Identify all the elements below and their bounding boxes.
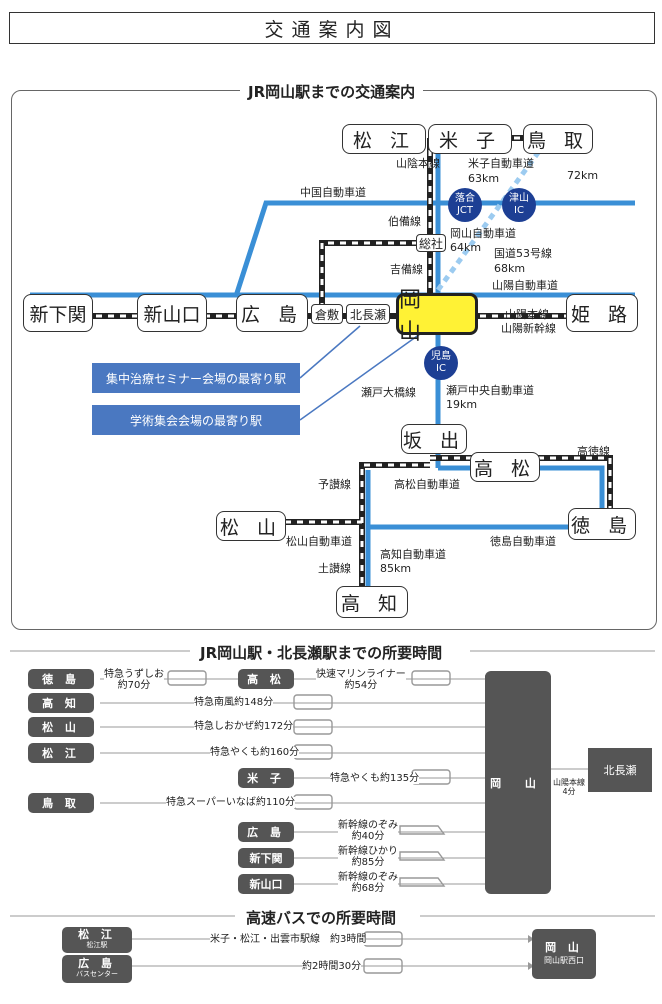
origin-shinyamaguchi: 新山口	[238, 874, 294, 894]
route-marine: 快速マリンライナー 約54分	[316, 669, 406, 691]
page-title: 交通案内図	[9, 12, 655, 44]
station-kochi: 高 知	[336, 586, 408, 618]
station-shinyamaguchi: 新山口	[137, 294, 207, 332]
okayama-destination: 岡 山	[485, 671, 551, 894]
origin-kochi: 高 知	[28, 693, 94, 713]
label-matsuyama-exp: 松山自動車道	[286, 535, 352, 548]
label-72km: 72km	[567, 169, 599, 182]
ochiai-jct-marker: 落合 JCT	[448, 188, 482, 222]
origin-matsuyama: 松 山	[28, 717, 94, 737]
station-shinshimonoseki: 新下関	[23, 294, 93, 332]
route-hikari85: 新幹線ひかり 約85分	[338, 846, 398, 868]
bus-route-2: 約2時間30分	[302, 961, 362, 972]
label-85km: 85km	[380, 562, 412, 575]
tsuyama-ic-marker: 津山 IC	[502, 188, 536, 222]
label-yosan: 予讃線	[318, 478, 351, 491]
label-route53: 国道53号線	[494, 247, 552, 260]
route-nanpu: 特急南風約148分	[194, 697, 274, 708]
station-matsuyama: 松 山	[216, 511, 286, 541]
route-super-inaba: 特急スーパーいなば約110分	[166, 797, 295, 808]
kojima-ic-marker: 児島 IC	[424, 346, 458, 380]
label-kotoku: 高徳線	[577, 445, 610, 458]
route-yakumo-matsue: 特急やくも約160分	[210, 747, 300, 758]
origin-tottori: 鳥 取	[28, 793, 94, 813]
seminar-leader	[299, 325, 361, 379]
station-matsue: 松 江	[342, 124, 426, 154]
route-shiokaze: 特急しおかぜ約172分	[194, 721, 294, 732]
station-okayama: 岡 山	[396, 288, 478, 345]
bus-origin-matsue-sub: 松江駅	[86, 941, 108, 949]
route53-line	[435, 148, 543, 292]
label-19km: 19km	[446, 398, 478, 411]
label-kochi-exp: 高知自動車道	[380, 548, 446, 561]
bus-origin-hiroshima: 広 島 バスセンター	[62, 955, 132, 983]
label-dosan: 土讃線	[318, 562, 351, 575]
label-seto-chuo: 瀬戸中央自動車道	[446, 384, 534, 397]
route-yakumo-yonago: 特急やくも約135分	[330, 773, 420, 784]
origin-takamatsu: 高 松	[238, 669, 294, 689]
label-tokushima-exp: 徳島自動車道	[490, 535, 556, 548]
bus-destination-sub: 岡山駅西口	[544, 956, 584, 965]
station-kitanagase: 北長瀬	[346, 304, 390, 324]
label-kibi: 吉備線	[390, 263, 423, 276]
label-sanin: 山陰本線	[396, 157, 440, 170]
bus-route-1: 米子・松江・出雲市駅線 約3時間	[210, 934, 367, 945]
transfer-label: 山陽本線 4分	[553, 778, 585, 796]
station-hiroshima: 広 島	[236, 294, 308, 332]
origin-tokushima: 徳 島	[28, 669, 94, 689]
origin-matsue: 松 江	[28, 743, 94, 763]
origin-shinshimonoseki: 新下関	[238, 848, 294, 868]
bus-destination-name: 岡 山	[545, 941, 583, 954]
label-yonago-exp: 米子自動車道	[468, 157, 534, 170]
gakujutsu-callout: 学術集会会場の最寄り駅	[92, 405, 300, 435]
route-nozomi68: 新幹線のぞみ 約68分	[338, 872, 398, 894]
label-63km: 63km	[468, 172, 500, 185]
label-hakubi: 伯備線	[388, 215, 421, 228]
station-kurashiki: 倉敷	[311, 304, 343, 324]
route-nozomi40: 新幹線のぞみ 約40分	[338, 820, 398, 842]
label-sanyo-exp: 山陽自動車道	[492, 279, 558, 292]
station-tottori: 鳥 取	[523, 124, 593, 154]
label-68km: 68km	[494, 262, 526, 275]
bus-origin-hiroshima-name: 広 島	[78, 957, 116, 970]
bus-origin-matsue-name: 松 江	[78, 928, 116, 941]
station-sakaide: 坂 出	[401, 424, 467, 454]
bus-origin-matsue: 松 江 松江駅	[62, 927, 132, 953]
route-uzushio: 特急うずしお 約70分	[104, 669, 164, 691]
label-seto-ohashi: 瀬戸大橋線	[361, 386, 416, 399]
label-chugoku: 中国自動車道	[300, 186, 366, 199]
time-section-title: JR岡山駅・北長瀬駅までの所要時間	[192, 642, 451, 663]
origin-hiroshima: 広 島	[238, 822, 294, 842]
station-tokushima: 徳 島	[568, 508, 636, 540]
label-okayama-exp: 岡山自動車道	[450, 227, 516, 240]
origin-yonago: 米 子	[238, 768, 294, 788]
label-sanyo-line: 山陽本線	[505, 308, 549, 321]
bus-section-title: 高速バスでの所要時間	[238, 907, 405, 928]
label-64km: 64km	[450, 241, 482, 254]
label-sanyo-shinkansen: 山陽新幹線	[501, 322, 556, 335]
seminar-callout: 集中治療セミナー会場の最寄り駅	[92, 363, 300, 393]
station-yonago: 米 子	[428, 124, 512, 154]
bus-origin-hiroshima-sub: バスセンター	[76, 970, 118, 978]
label-takamatsu-exp: 高松自動車道	[394, 478, 460, 491]
station-takamatsu: 高 松	[470, 452, 540, 482]
map-title: JR岡山駅までの交通案内	[240, 81, 424, 102]
bus-destination: 岡 山 岡山駅西口	[532, 929, 596, 979]
gakujutsu-leader	[299, 333, 421, 421]
station-himeji: 姫 路	[566, 294, 638, 332]
station-soja: 総社	[416, 234, 446, 252]
kitanagase-destination: 北長瀬	[588, 748, 652, 792]
